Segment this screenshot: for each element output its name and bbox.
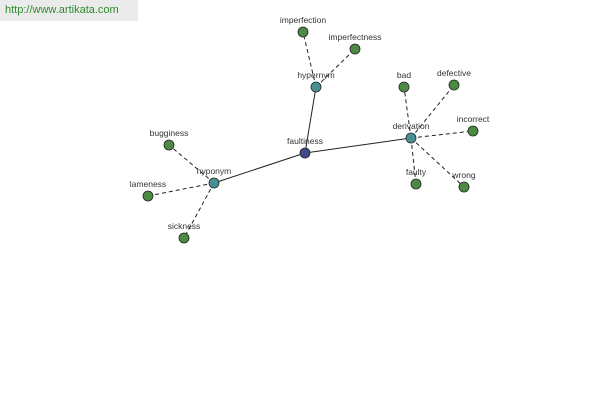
node-imperfection[interactable]: [297, 26, 309, 38]
node-label-wrong[interactable]: wrong: [451, 170, 475, 180]
nodes-layer: [142, 26, 479, 244]
node-hypernym[interactable]: [310, 81, 322, 93]
node-label-sickness[interactable]: sickness: [168, 221, 201, 231]
node-label-imperfectness[interactable]: imperfectness: [329, 32, 382, 42]
node-label-derivation[interactable]: derivation: [393, 121, 430, 131]
node-label-faultiness[interactable]: faultiness: [287, 136, 323, 146]
node-label-bad[interactable]: bad: [397, 70, 411, 80]
node-label-faulty[interactable]: faulty: [406, 167, 427, 177]
node-wrong[interactable]: [458, 181, 470, 193]
edge-faultiness-derivation: [304, 137, 412, 154]
edge-derivation-incorrect: [410, 130, 474, 139]
node-label-incorrect[interactable]: incorrect: [457, 114, 490, 124]
node-label-defective[interactable]: defective: [437, 68, 471, 78]
node-derivation[interactable]: [405, 132, 417, 144]
node-hyponym[interactable]: [208, 177, 220, 189]
node-faulty[interactable]: [410, 178, 422, 190]
node-label-hypernym[interactable]: hypernym: [297, 70, 334, 80]
edge-faultiness-hyponym: [213, 152, 306, 184]
edge-hyponym-sickness: [183, 182, 215, 239]
node-lameness[interactable]: [142, 190, 154, 202]
edge-derivation-defective: [410, 84, 455, 139]
labels-layer: faultiness hypernym hyponym derivation imper…: [130, 15, 490, 231]
edge-derivation-bad: [403, 86, 412, 139]
node-label-lameness[interactable]: lameness: [130, 179, 166, 189]
edge-hypernym-imperfection: [302, 31, 317, 88]
node-bad[interactable]: [398, 81, 410, 93]
node-faultiness[interactable]: [299, 147, 311, 159]
edges-layer: [147, 31, 474, 239]
node-defective[interactable]: [448, 79, 460, 91]
edge-derivation-faulty: [410, 137, 417, 185]
node-label-hyponym[interactable]: hyponym: [197, 166, 232, 176]
node-sickness[interactable]: [178, 232, 190, 244]
edge-derivation-wrong: [410, 137, 465, 188]
node-label-imperfection[interactable]: imperfection: [280, 15, 327, 25]
node-imperfectness[interactable]: [349, 43, 361, 55]
edge-hypernym-imperfectness: [315, 48, 356, 88]
edge-hyponym-lameness: [147, 182, 215, 197]
edge-faultiness-hypernym: [304, 86, 317, 154]
source-link[interactable]: http://www.artikata.com: [0, 0, 138, 21]
node-incorrect[interactable]: [467, 125, 479, 137]
edge-hyponym-bugginess: [168, 144, 215, 184]
node-label-bugginess[interactable]: bugginess: [150, 128, 189, 138]
node-bugginess[interactable]: [163, 139, 175, 151]
